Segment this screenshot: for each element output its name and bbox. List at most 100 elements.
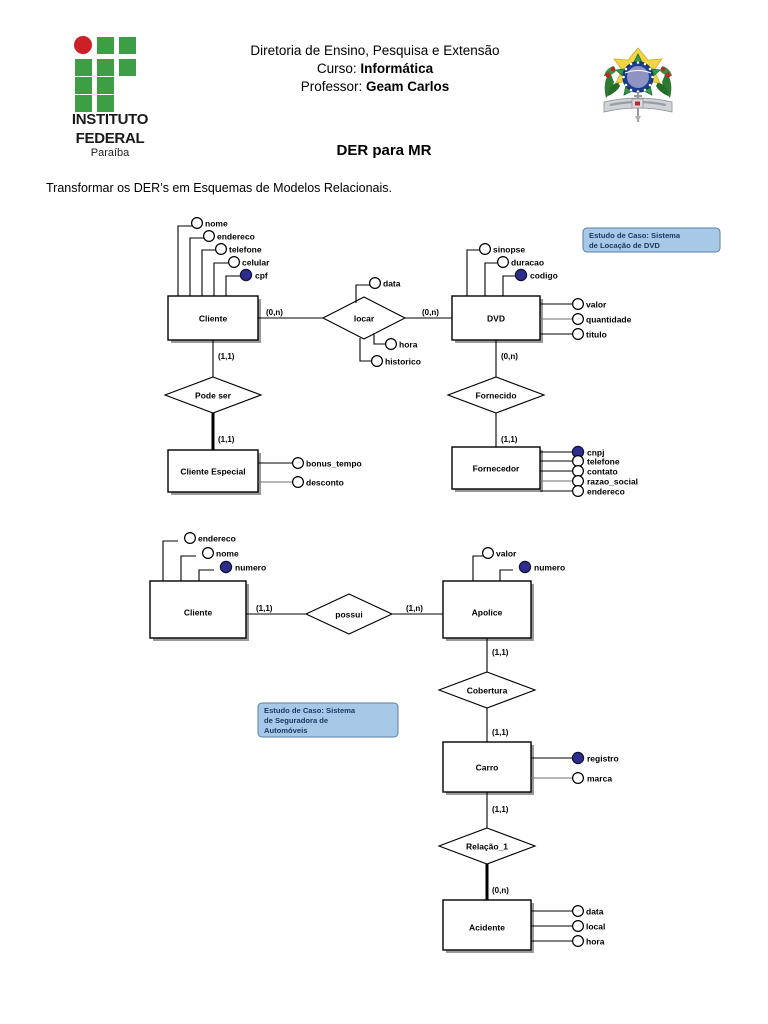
attribute-circle-razao-social <box>571 475 584 488</box>
cardinality-cliente-podeser: (1,1) <box>218 352 235 361</box>
attribute-circle-data <box>369 277 382 290</box>
attribute-circle-acidente-data <box>571 904 584 917</box>
attribute-circle-codigo-key <box>514 268 528 282</box>
relationship-label-locar: locar <box>354 313 375 323</box>
attribute-circle-titulo <box>571 328 584 341</box>
entity-label-cliente2: Cliente <box>184 607 213 617</box>
attribute-label-marca: marca <box>587 773 612 783</box>
attribute-circle-marca <box>571 771 584 784</box>
attribute-label-celular: celular <box>242 257 270 267</box>
attribute-label-codigo: codigo <box>530 270 558 280</box>
attribute-circle-cliente2-endereco <box>184 531 197 544</box>
ifpb-logo-word-federal: FEDERAL <box>75 130 145 147</box>
attribute-label-fornecedor-endereco: endereco <box>587 486 625 496</box>
header-line-curso: Curso: Informática <box>170 60 580 78</box>
ifpb-logo: INSTITUTO FEDERAL Paraíba <box>62 36 158 160</box>
curso-value: Informática <box>360 61 434 76</box>
attribute-circle-quantidade <box>571 313 584 326</box>
entity-label-dvd: DVD <box>487 313 505 323</box>
curso-prefix: Curso: <box>316 61 361 76</box>
cliente2-attribute-group: endereco nome numero <box>162 531 266 581</box>
entity-box-cliente-especial <box>167 449 259 493</box>
attribute-label-hora: hora <box>399 339 418 349</box>
attribute-label-duracao: duracao <box>511 257 544 267</box>
attribute-circle-nome <box>191 217 204 230</box>
relationship-label-fornecido: Fornecido <box>475 390 516 400</box>
attribute-label-historico: historico <box>385 356 421 366</box>
cardinality-dvd-fornecido: (0,n) <box>501 352 518 361</box>
attribute-circle-apolice-numero-key <box>518 560 532 574</box>
attribute-circle-valor <box>571 298 584 311</box>
attribute-label-sinopse: sinopse <box>493 244 525 254</box>
relationship-label-podeser: Pode ser <box>195 390 232 400</box>
cardinality-relacao1-acidente: (0,n) <box>492 886 509 895</box>
cardinality-carro-relacao1: (1,1) <box>492 805 509 814</box>
callout-line3-seguradora: Automóveis <box>264 726 307 735</box>
entity-label-apolice: Apolice <box>472 607 503 617</box>
attribute-circle-contato <box>571 465 584 478</box>
callout-line1-locacao: Estudo de Caso: Sistema <box>589 231 681 240</box>
attribute-circle-sinopse <box>479 243 492 256</box>
callout-box-seguradora <box>257 702 399 738</box>
attribute-label-cliente2-nome: nome <box>216 548 239 558</box>
attribute-label-acidente-data: data <box>586 906 604 916</box>
attribute-label-cliente2-endereco: endereco <box>198 533 236 543</box>
attribute-label-quantidade: quantidade <box>586 314 632 324</box>
entity-label-acidente: Acidente <box>469 922 505 932</box>
header-line-diretoria: Diretoria de Ensino, Pesquisa e Extensão <box>250 43 500 58</box>
callout-box-locacao-dvd <box>582 227 721 253</box>
attribute-circle-bonus-tempo <box>292 457 305 470</box>
attribute-circle-celular <box>228 256 241 269</box>
entity-box-acidente <box>442 899 532 951</box>
ifpb-logo-word-paraiba: Paraíba <box>90 147 130 159</box>
ifpb-logo-word-instituto: INSTITUTO <box>71 111 149 128</box>
attribute-circle-historico <box>371 355 384 368</box>
attribute-circle-duracao <box>497 256 510 269</box>
attribute-circle-hora <box>385 338 398 351</box>
dvd-attribute-group: sinopse duracao codigo <box>466 243 558 296</box>
attribute-label-bonus-tempo: bonus_tempo <box>306 458 362 468</box>
attribute-circle-fornecedor-telefone <box>571 455 584 468</box>
entity-box-cliente <box>167 295 259 341</box>
brasao-republica-icon <box>596 42 680 134</box>
callout-line2-seguradora: de Seguradora de <box>264 716 328 725</box>
attribute-circle-cliente2-numero-key <box>219 560 233 574</box>
attribute-label-endereco: endereco <box>217 231 255 241</box>
entity-box-carro <box>442 741 532 793</box>
attribute-circle-telefone <box>215 243 228 256</box>
attribute-label-valor: valor <box>586 299 607 309</box>
entity-box-fornecedor <box>451 446 541 490</box>
entity-label-fornecedor: Fornecedor <box>473 463 520 473</box>
attribute-label-fornecedor-telefone: telefone <box>587 456 620 466</box>
cardinality-possui-apolice: (1,n) <box>406 604 423 613</box>
ifpb-logo-grid-icon <box>74 36 146 112</box>
attribute-circle-cliente2-nome <box>202 546 215 559</box>
professor-prefix: Professor: <box>300 79 366 94</box>
attribute-label-acidente-hora: hora <box>586 936 605 946</box>
attribute-label-registro: registro <box>587 753 619 763</box>
attribute-label-telefone: telefone <box>229 244 262 254</box>
cardinality-locar-dvd: (0,n) <box>422 308 439 317</box>
attribute-circle-registro-key <box>571 751 585 765</box>
cliente-attribute-group: nome endereco telefone celular cpf <box>177 217 270 296</box>
document-header: INSTITUTO FEDERAL Paraíba Diretoria de E… <box>0 0 768 195</box>
cardinality-cobertura-carro: (1,1) <box>492 728 509 737</box>
attribute-label-cnpj: cnpj <box>587 447 604 457</box>
attribute-label-contato: contato <box>587 466 618 476</box>
attribute-label-apolice-numero: numero <box>534 562 565 572</box>
attribute-label-acidente-local: local <box>586 921 605 931</box>
callout-line2-locacao: de Locação de DVD <box>589 241 660 250</box>
apolice-attribute-group: valor numero <box>472 546 565 581</box>
attribute-circle-endereco <box>203 230 216 243</box>
callout-line1-seguradora: Estudo de Caso: Sistema <box>264 706 356 715</box>
entity-label-cliente-especial: Cliente Especial <box>180 466 245 476</box>
attribute-label-cpf: cpf <box>255 270 268 280</box>
page-title: DER para MR <box>336 142 432 159</box>
er-diagram-locacao-dvd: nome endereco telefone celular cpf Clien… <box>163 217 721 498</box>
entity-label-cliente: Cliente <box>199 313 228 323</box>
attribute-label-titulo: titulo <box>586 329 607 339</box>
attribute-label-nome: nome <box>205 218 228 228</box>
header-line-professor: Professor: Geam Carlos <box>170 78 580 96</box>
attribute-circle-apolice-valor <box>482 546 495 559</box>
